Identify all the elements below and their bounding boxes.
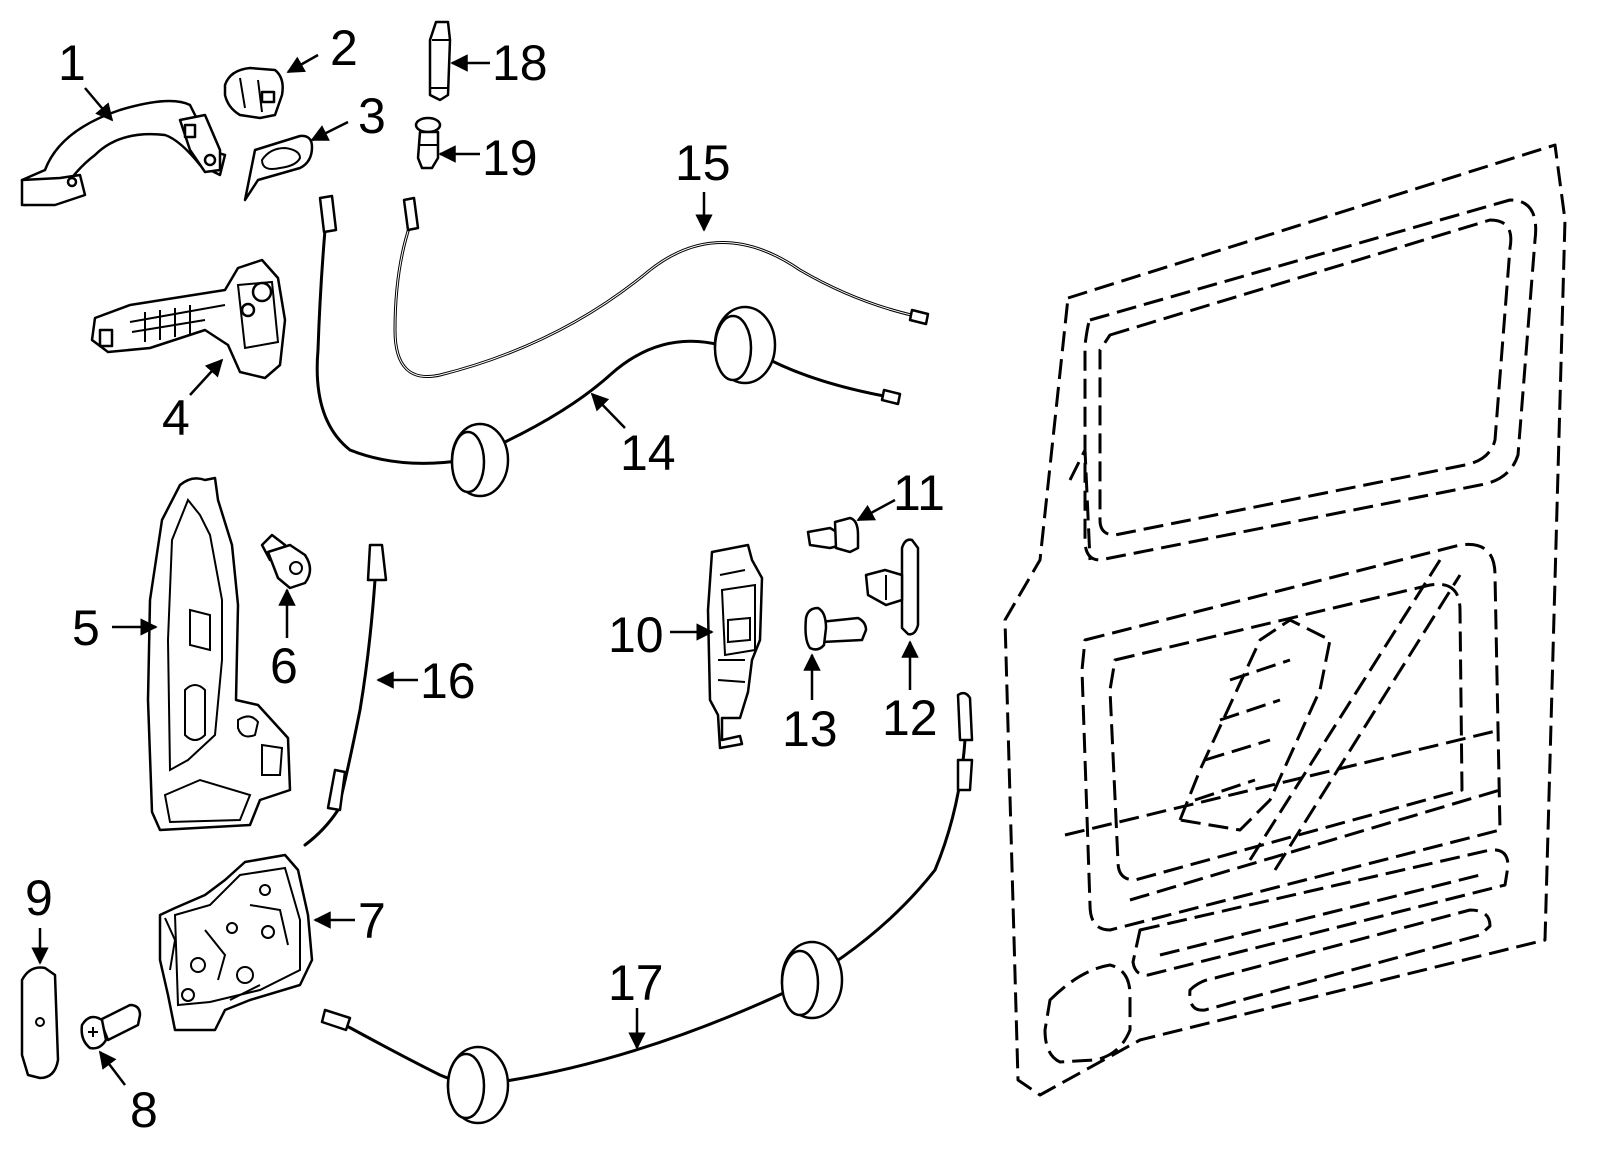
callout-3: 3 — [358, 88, 386, 144]
callout-19: 19 — [482, 130, 538, 186]
bolt-part-8 — [80, 1003, 142, 1050]
grommet-17-lower — [446, 1045, 510, 1125]
sliding-door-outline — [1003, 143, 1567, 1097]
callout-15: 15 — [675, 135, 731, 191]
cable-part-14 — [315, 194, 902, 498]
callout-8: 8 — [130, 1082, 158, 1138]
grommet-part-19 — [414, 116, 442, 170]
cover-plate-part-9 — [20, 966, 60, 1080]
striker-bracket-part-10 — [706, 543, 764, 750]
callout-labels: 1 2 3 4 5 6 7 8 9 10 11 12 13 14 15 16 1… — [25, 20, 945, 1138]
callout-10: 10 — [608, 607, 664, 663]
grommet-14-upper — [713, 305, 777, 385]
grommet-17-upper — [780, 940, 844, 1020]
callout-11: 11 — [893, 465, 945, 521]
callout-1: 1 — [58, 35, 86, 91]
callout-6: 6 — [270, 638, 298, 694]
bolt-part-6 — [260, 533, 312, 590]
cable-part-15 — [393, 196, 930, 378]
handle-bracket-part-4 — [90, 258, 287, 380]
callout-5: 5 — [72, 600, 100, 656]
callout-7: 7 — [358, 893, 386, 949]
grommet-14-lower — [450, 422, 510, 498]
handle-gasket-part-3 — [243, 134, 314, 202]
callout-2: 2 — [330, 20, 358, 76]
callout-13: 13 — [782, 701, 838, 757]
callout-4: 4 — [162, 390, 190, 446]
rod-part-18 — [428, 20, 452, 102]
callout-9: 9 — [25, 870, 53, 926]
handle-cap-part-2 — [223, 66, 284, 120]
inside-handle-part-5 — [146, 476, 292, 832]
leader-arrows — [31, 53, 919, 1086]
callout-16: 16 — [420, 653, 476, 709]
striker-part-12 — [864, 538, 920, 636]
callout-12: 12 — [882, 690, 938, 746]
cable-part-16 — [303, 543, 388, 847]
callout-18: 18 — [492, 35, 548, 91]
door-latch-part-7 — [158, 853, 314, 1032]
callout-14: 14 — [620, 425, 676, 481]
pin-part-11 — [806, 516, 860, 554]
bolt-part-13 — [804, 606, 868, 651]
outside-handle-part-1 — [20, 99, 227, 207]
callout-17: 17 — [608, 955, 664, 1011]
cable-part-17 — [320, 691, 974, 1125]
